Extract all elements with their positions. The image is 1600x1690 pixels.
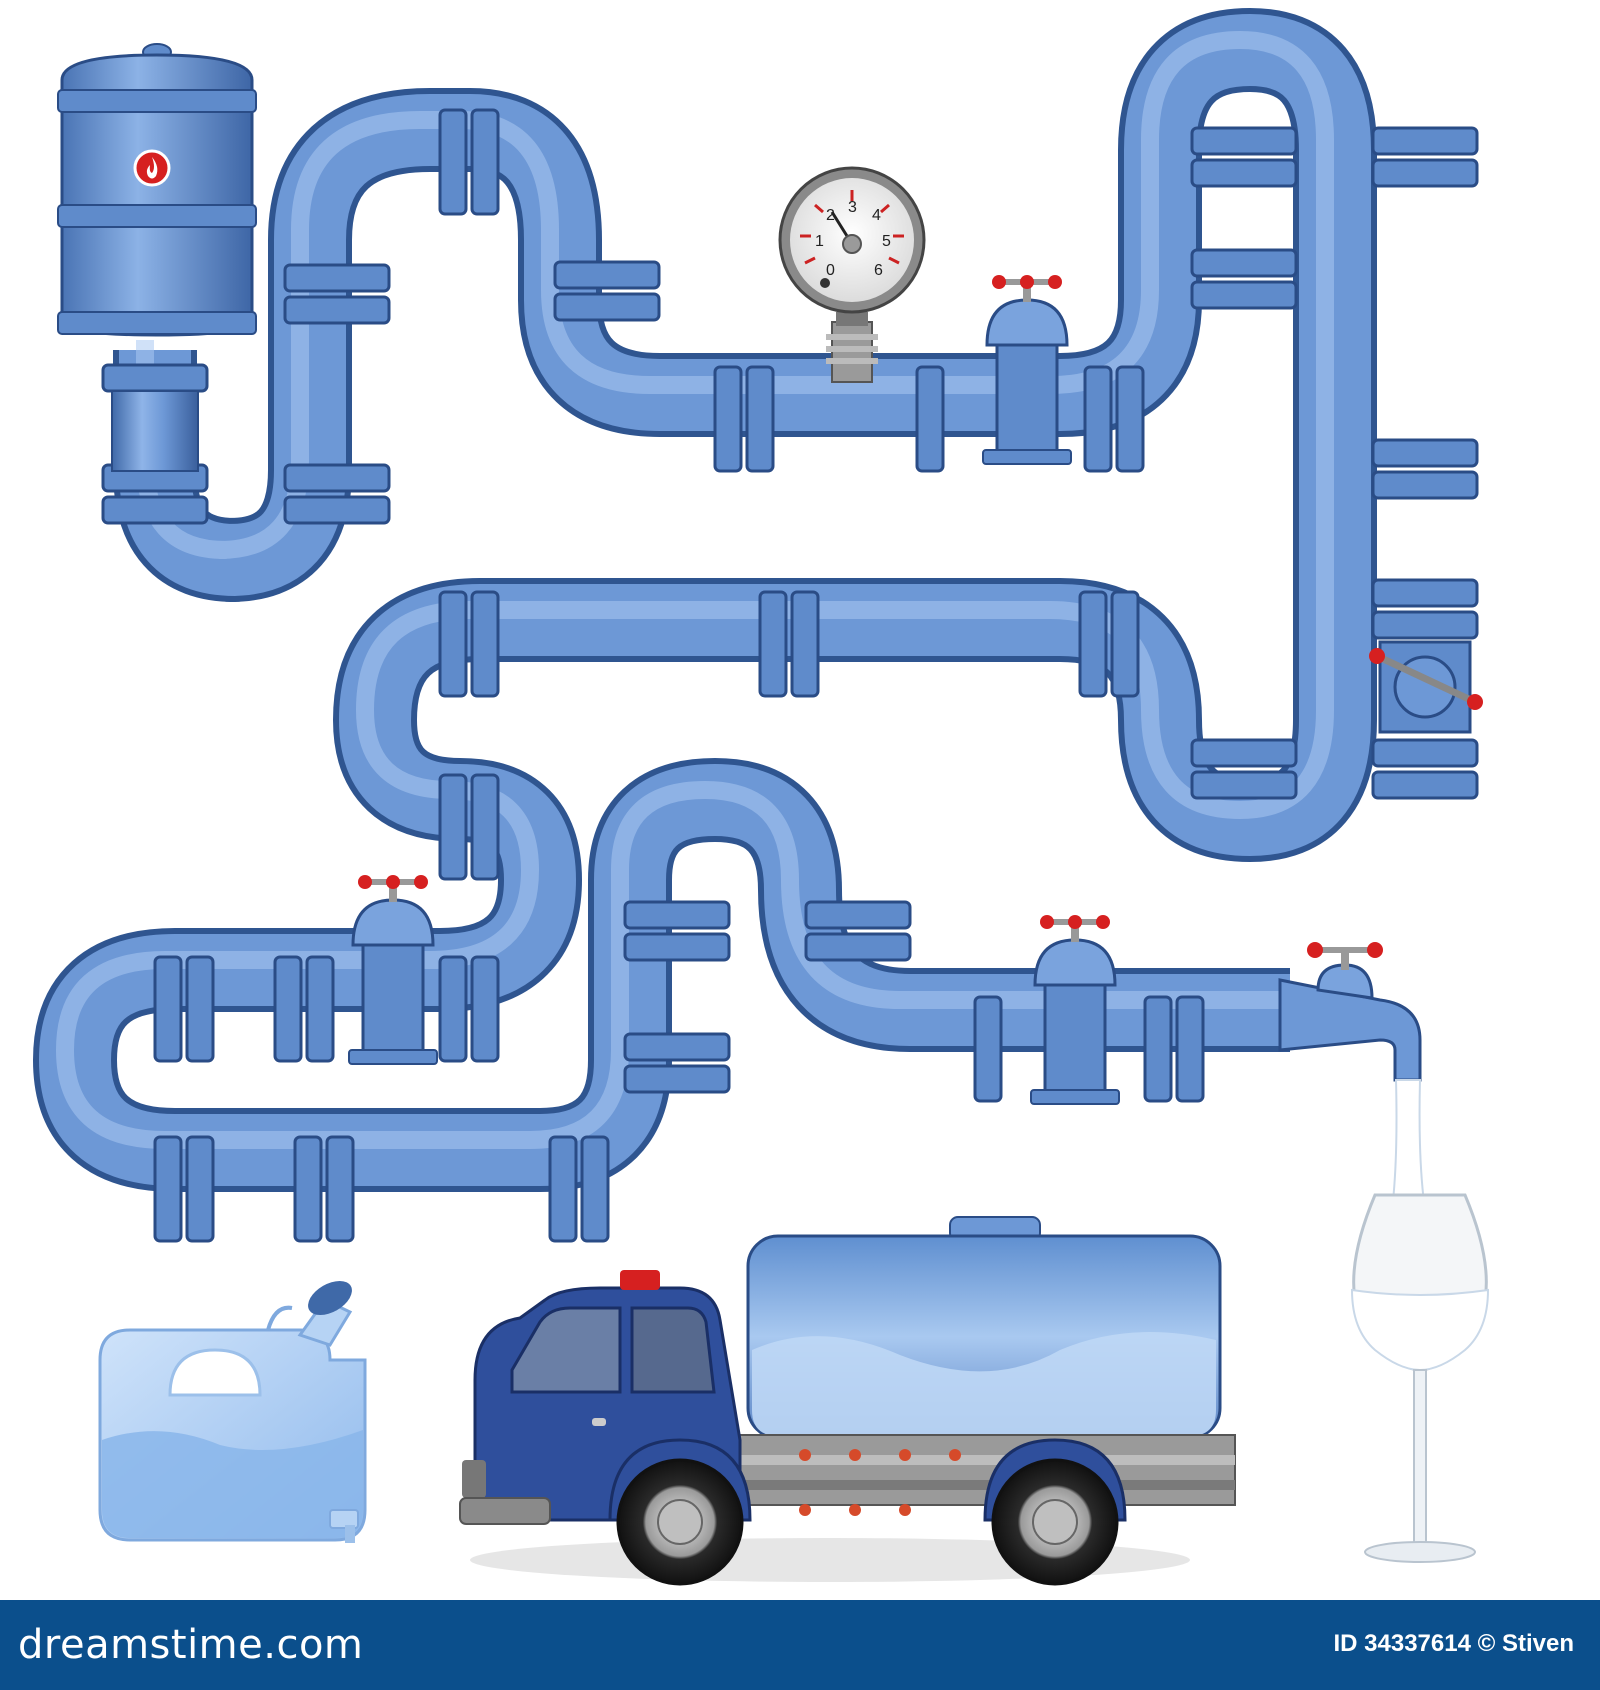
gauge-label-5: 5 (882, 233, 891, 250)
water-canister-icon (98, 1280, 367, 1543)
gauge-label-4: 4 (872, 207, 881, 224)
valve-top (982, 275, 1072, 465)
image-id-credit: ID 34337614 © Stiven (1333, 1630, 1575, 1657)
pressure-gauge-icon: 0 1 2 3 4 5 6 (778, 166, 926, 383)
gauge-label-1: 1 (815, 233, 824, 250)
flame-icon (133, 149, 171, 187)
gauge-label-2: 2 (826, 207, 835, 224)
valve-right (1030, 915, 1120, 1105)
gauge-label-0: 0 (826, 262, 835, 279)
footer-bar: dreamstime.com ID 34337614 © Stiven (0, 1600, 1600, 1690)
gauge-label-6: 6 (874, 262, 883, 279)
water-supply-illustration: 0 1 2 3 4 5 6 (33, 8, 1490, 1586)
storage-tank (57, 43, 257, 472)
dreamstime-logo[interactable]: dreamstime.com (18, 1622, 364, 1668)
valve-wheel-icon (1369, 640, 1483, 734)
valve-left (348, 875, 438, 1065)
faucet-icon (1278, 942, 1427, 1211)
tanker-truck-icon (459, 1216, 1236, 1586)
gauge-label-3: 3 (848, 199, 857, 216)
pipe-flanges (101, 108, 1479, 1243)
wine-glass-icon (1350, 1193, 1490, 1563)
